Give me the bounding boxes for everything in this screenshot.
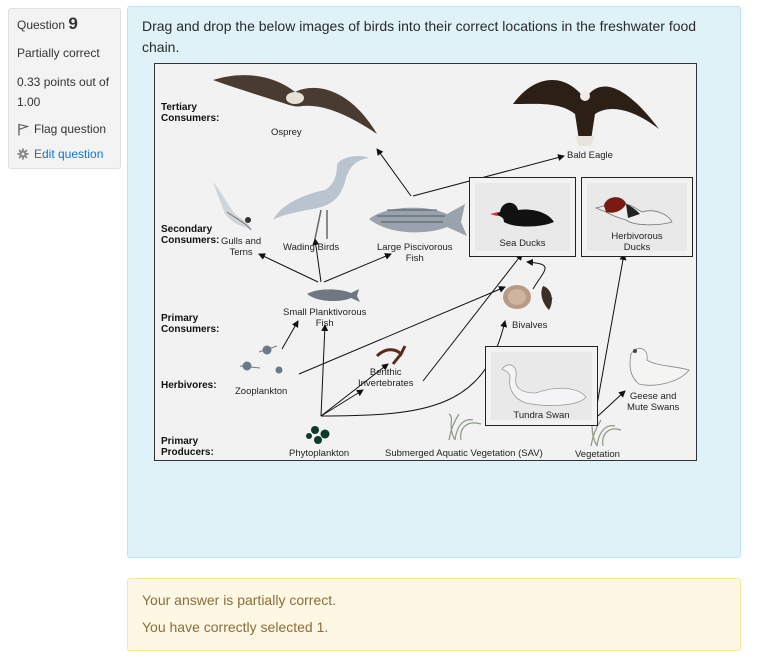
- question-text: Drag and drop the below images of birds …: [142, 18, 697, 55]
- label-bald-eagle: Bald Eagle: [567, 150, 613, 161]
- sea-ducks-label: Sea Ducks: [499, 238, 546, 249]
- bivalves-illustration: [503, 285, 552, 310]
- question-number-value: 9: [68, 14, 78, 33]
- feedback-correct-count: You have correctly selected 1.: [142, 619, 329, 635]
- level-tertiary-consumers: Tertiary Consumers:: [161, 102, 220, 124]
- question-state: Partially correct: [17, 46, 100, 60]
- small-fish-illustration: [307, 289, 360, 302]
- sea-duck-image[interactable]: [470, 178, 577, 258]
- label-sav: Submerged Aquatic Vegetation (SAV): [385, 448, 543, 459]
- geese-illustration: [629, 347, 690, 386]
- edit-question-label: Edit question: [34, 147, 104, 161]
- level-herbivores: Herbivores:: [161, 380, 217, 391]
- label-osprey: Osprey: [271, 127, 302, 138]
- large-fish-illustration: [369, 204, 467, 236]
- vegetation-illustration: [588, 419, 622, 447]
- tundra-swan-label: Tundra Swan: [513, 410, 570, 421]
- osprey-illustration: [213, 75, 377, 134]
- drop-zone-tundra-swan[interactable]: Tundra Swan: [485, 346, 598, 426]
- herbivorous-ducks-label: Herbivorous Ducks: [611, 231, 663, 253]
- question-label: Question: [17, 18, 66, 32]
- drop-zone-sea-ducks[interactable]: Sea Ducks: [469, 177, 576, 257]
- phytoplankton-illustration: [306, 426, 330, 444]
- food-chain-diagram: Tertiary Consumers: Secondary Consumers:…: [154, 63, 697, 461]
- drop-zone-herbivorous-ducks[interactable]: Herbivorous Ducks: [581, 177, 693, 257]
- label-large-piscivorous-fish: Large Piscivorous Fish: [377, 242, 453, 264]
- label-wading-birds: Wading Birds: [283, 242, 340, 253]
- level-secondary-consumers: Secondary Consumers:: [161, 224, 220, 246]
- label-vegetation: Vegetation: [575, 449, 620, 460]
- level-primary-consumers: Primary Consumers:: [161, 313, 220, 335]
- benthic-invertebrate-illustration: [375, 345, 407, 365]
- label-benthic-invertebrates: Benthic Invertebrates: [358, 367, 414, 389]
- question-grade: 0.33 points out of 1.00: [17, 75, 110, 109]
- label-geese-and-mute-swans: Geese and Mute Swans: [627, 391, 680, 413]
- question-formulation: Drag and drop the below images of birds …: [127, 6, 741, 558]
- tundra-swan-image[interactable]: [486, 347, 599, 427]
- feedback-panel: Your answer is partially correct. You ha…: [127, 578, 741, 651]
- feedback-partially-correct: Your answer is partially correct.: [142, 592, 337, 608]
- flag-question-label: Flag question: [34, 122, 107, 136]
- edit-question-link[interactable]: Edit question: [17, 145, 112, 163]
- label-small-planktivorous-fish: Small Planktivorous Fish: [283, 307, 367, 329]
- herbivorous-duck-image[interactable]: [582, 178, 694, 258]
- question-info-panel: Question 9 Partially correct 0.33 points…: [8, 8, 121, 169]
- sav-illustration: [448, 413, 482, 441]
- flag-question-button[interactable]: Flag question: [17, 120, 112, 138]
- gear-icon: [17, 148, 29, 160]
- flag-icon: [18, 123, 29, 135]
- heron-illustration: [273, 156, 369, 240]
- label-phytoplankton: Phytoplankton: [289, 448, 350, 459]
- food-chain-artwork: [213, 75, 690, 447]
- label-gulls-and-terns: Gulls and Terns: [221, 236, 262, 258]
- label-bivalves: Bivalves: [512, 320, 548, 331]
- bald-eagle-illustration: [513, 80, 659, 146]
- zooplankton-illustration: [239, 345, 283, 374]
- level-primary-producers: Primary Producers:: [161, 436, 214, 458]
- question-number: Question 9: [17, 15, 112, 34]
- label-zooplankton: Zooplankton: [235, 386, 288, 397]
- gull-illustration: [213, 182, 252, 231]
